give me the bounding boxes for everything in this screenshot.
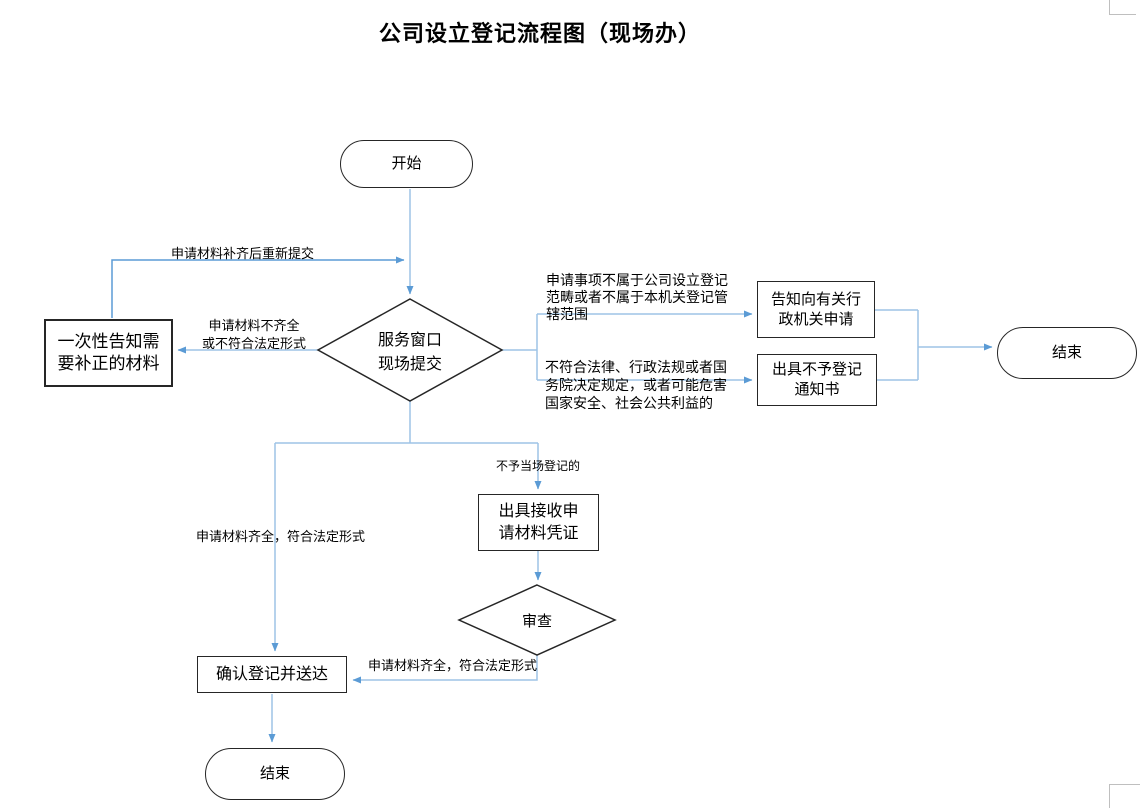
edge-label-illegal: 不符合法律、行政法规或者国 务院决定规定，或者可能危害 国家安全、社会公共利益的 <box>545 359 727 411</box>
confirm-register-box: 确认登记并送达 <box>197 656 347 693</box>
decision-review-label: 审查 <box>521 612 552 630</box>
notify-correction-box: 一次性告知需 要补正的材料 <box>44 319 173 387</box>
edge-label-not-onsite: 不予当场登记的 <box>496 459 581 473</box>
receipt-voucher-box: 出具接收申 请材料凭证 <box>478 494 599 551</box>
text-boundary-mark-bottom-right <box>1109 784 1140 808</box>
edge-resubmit-feedback <box>111 256 405 318</box>
decision-submit-label: 服务窗口 现场提交 <box>377 332 442 373</box>
edge-label-resubmit: 申请材料补齐后重新提交 <box>171 246 315 261</box>
end-node-right: 结束 <box>997 327 1137 379</box>
edge-label-incomplete: 申请材料不齐全 或不符合法定形式 <box>201 318 306 351</box>
text-boundary-mark-top-right <box>1109 0 1136 15</box>
edge-label-complete-bottom: 申请材料齐全，符合法定形式 <box>368 658 538 673</box>
decision-submit-shape <box>316 298 504 402</box>
inform-other-authority-box: 告知向有关行 政机关申请 <box>757 281 875 338</box>
edge-review-to-confirm <box>352 655 538 684</box>
end-node-bottom: 结束 <box>205 748 345 800</box>
edge-label-out-of-scope: 申请事项不属于公司设立登记 范畴或者不属于本机关登记管 辖范围 <box>546 272 728 322</box>
edge-label-complete-left: 申请材料齐全，符合法定形式 <box>196 529 366 544</box>
start-node: 开始 <box>340 140 473 188</box>
page-title: 公司设立登记流程图（现场办） <box>378 21 701 46</box>
rejection-notice-box: 出具不予登记 通知书 <box>757 354 877 406</box>
decision-review-shape <box>457 584 617 656</box>
